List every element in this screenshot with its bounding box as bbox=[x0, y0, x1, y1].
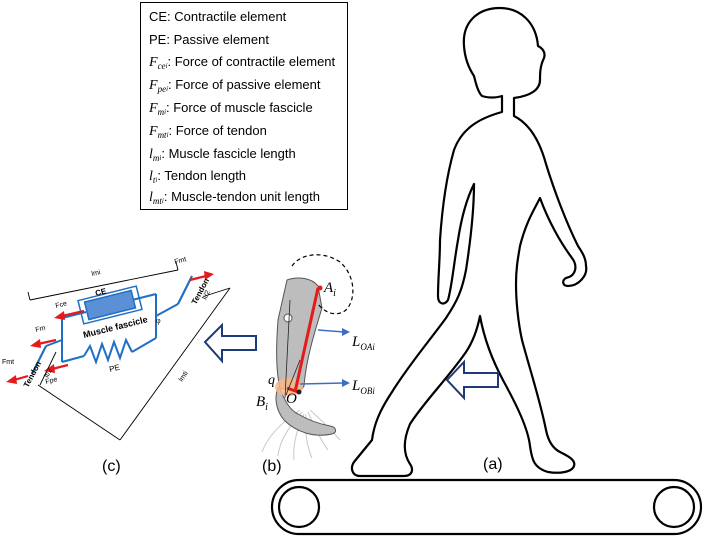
label-lt-half-right: lt/2 bbox=[202, 289, 212, 301]
legend-item-pe: PE: Passive element bbox=[149, 32, 269, 47]
label-point-a: Ai bbox=[323, 280, 336, 299]
label-f-mt-right: Fmt bbox=[174, 256, 187, 266]
label-f-ce: Fce bbox=[55, 300, 68, 310]
label-l-ob: LOBi bbox=[351, 378, 375, 396]
legend-item-f-ce: Fcei: Force of contractile element bbox=[149, 54, 336, 71]
label-lt-half-left: lt/2 bbox=[44, 367, 54, 379]
muscle-tendon-model bbox=[6, 261, 231, 441]
label-l-mti: lmti bbox=[178, 370, 190, 383]
leg-model bbox=[261, 254, 354, 461]
legend-item-l-t: lti: Tendon length bbox=[149, 168, 247, 185]
label-f-m: Fm bbox=[35, 325, 47, 334]
legend-box: CE: Contractile element PE: Passive elem… bbox=[140, 2, 348, 210]
label-angle-q: q bbox=[268, 373, 275, 388]
label-f-mt-left: Fmt bbox=[2, 359, 14, 366]
label-ce: CE bbox=[94, 286, 108, 298]
treadmill-roller-right bbox=[652, 485, 696, 529]
legend-item-ce: CE: Contractile element bbox=[149, 9, 287, 24]
legend-item-f-pe: Fpei: Force of passive element bbox=[149, 77, 321, 94]
treadmill bbox=[270, 478, 703, 536]
legend-item-f-mt: Fmti: Force of tendon bbox=[149, 123, 267, 140]
legend-item-l-mt: lmti: Muscle-tendon unit length bbox=[149, 189, 320, 206]
walking-person-silhouette bbox=[350, 6, 588, 478]
legend-item-f-m: Fmi: Force of muscle fascicle bbox=[149, 100, 313, 117]
panel-label-c: (c) bbox=[102, 458, 121, 475]
hollow-arrow-b-to-c bbox=[203, 322, 257, 364]
label-point-o: O bbox=[286, 391, 297, 407]
label-pe: PE bbox=[108, 363, 121, 374]
label-f-pe: Fpe bbox=[45, 376, 59, 386]
label-l-mi: lmi bbox=[91, 269, 102, 278]
treadmill-roller-left bbox=[277, 485, 321, 529]
panel-label-b: (b) bbox=[262, 458, 282, 475]
panel-label-a: (a) bbox=[483, 456, 503, 473]
hollow-arrow-a-to-b bbox=[445, 359, 499, 401]
label-point-b: Bi bbox=[256, 394, 268, 413]
label-l-oa: LOAi bbox=[351, 334, 375, 352]
label-phi: φ bbox=[156, 316, 161, 325]
legend-item-l-m: lmi: Muscle fascicle length bbox=[149, 146, 296, 163]
